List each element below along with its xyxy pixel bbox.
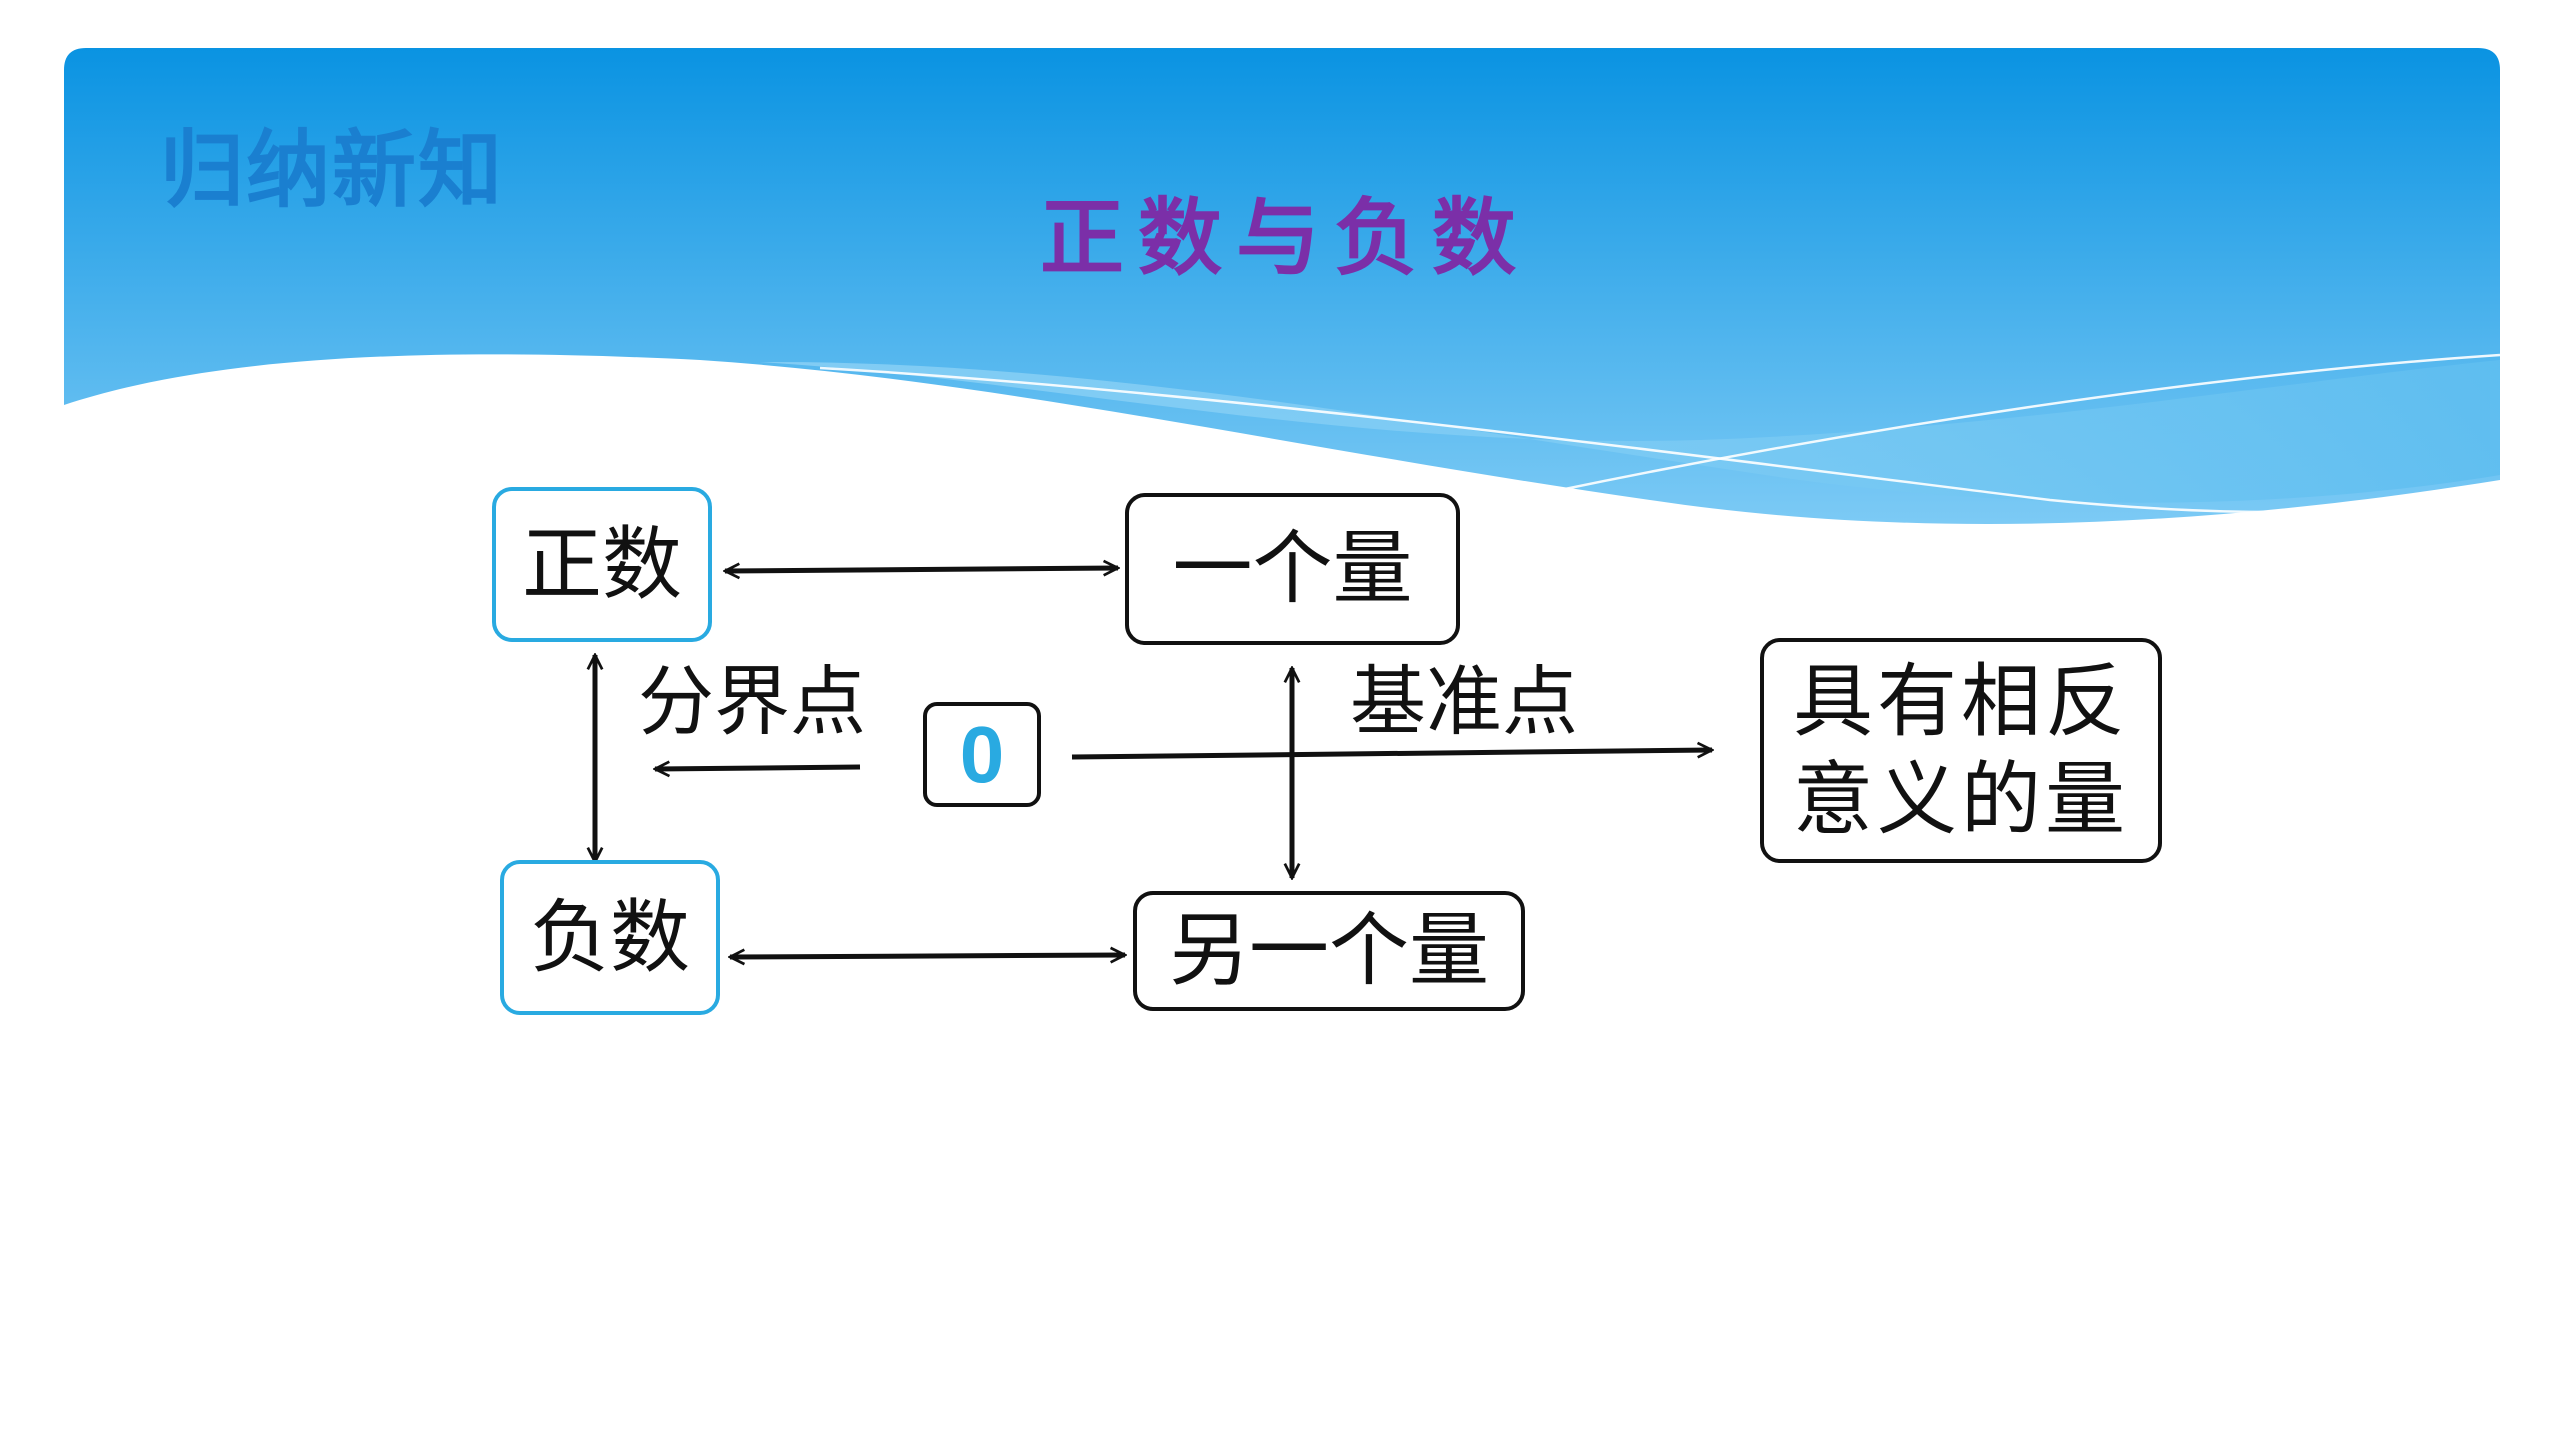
banner-wave-line-1 <box>819 366 2501 514</box>
zero-value: 0 <box>959 709 1005 799</box>
label-reference-point: 基准点 <box>1350 657 1578 746</box>
arrow-zero-to-boundary <box>655 767 861 769</box>
label-boundary-point: 分界点 <box>638 657 866 746</box>
node-zero: 0 <box>923 702 1041 807</box>
opposite-quantities-line-2: 意义的量 <box>1793 752 2129 846</box>
arrow-zero-to-opposite-quantities <box>1071 750 1712 760</box>
banner-wave-line-2 <box>1559 353 2501 492</box>
section-label: 归纳新知 <box>160 120 505 219</box>
banner-wave <box>760 360 2500 503</box>
opposite-quantities-line-1: 具有相反 <box>1793 654 2129 748</box>
arrow-negative-to-other-quantity <box>730 955 1125 957</box>
arrow-positive-to-one-quantity <box>725 568 1118 571</box>
banner-background <box>64 48 2500 524</box>
node-opposite-quantities: 具有相反 意义的量 <box>1760 638 2162 863</box>
node-negative-number: 负数 <box>500 860 720 1015</box>
node-one-quantity: 一个量 <box>1125 493 1460 645</box>
node-positive-number: 正数 <box>492 487 712 642</box>
slide-title: 正数与负数 <box>1040 189 1531 287</box>
node-other-quantity: 另一个量 <box>1133 891 1525 1011</box>
header-banner <box>64 48 2501 524</box>
